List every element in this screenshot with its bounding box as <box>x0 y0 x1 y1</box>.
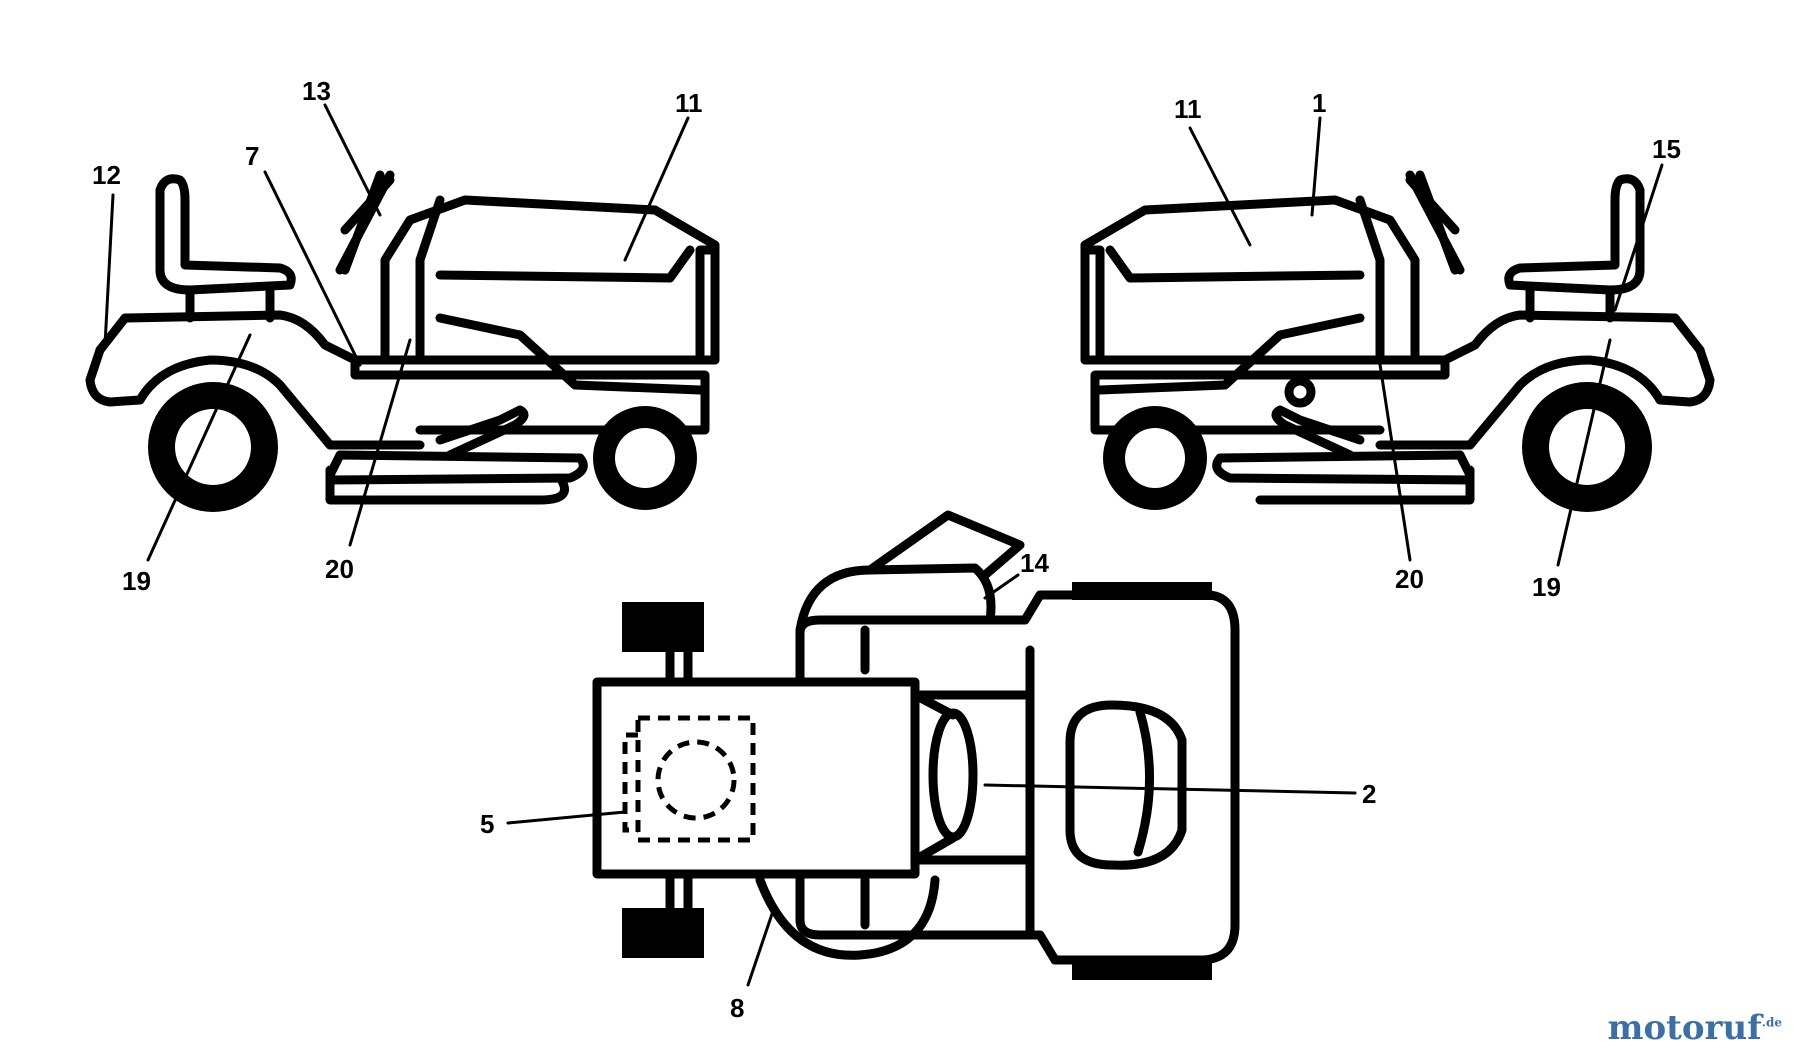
callouts-left: 12 13 7 11 19 20 <box>92 76 703 596</box>
callout-label: 19 <box>1532 572 1561 602</box>
callout-label: 19 <box>122 566 151 596</box>
callout-label: 12 <box>92 160 121 190</box>
callout-label: 11 <box>675 88 703 118</box>
tractor-right-view <box>1080 170 1715 512</box>
tractor-left-view <box>85 170 720 512</box>
callout-label: 5 <box>480 809 494 839</box>
hood-top <box>592 677 920 879</box>
callout-label: 15 <box>1652 134 1681 164</box>
seat-left <box>155 174 296 295</box>
callout-label: 20 <box>325 554 354 584</box>
callout-label: 1 <box>1312 88 1326 118</box>
tractor-top-view <box>592 510 1240 980</box>
front-wheel-top-right <box>622 908 704 958</box>
seat-top <box>1065 700 1187 870</box>
callout-label: 14 <box>1020 548 1049 578</box>
callouts-top: 14 5 2 8 <box>480 548 1376 1023</box>
steering-wheel-top <box>928 708 978 842</box>
callout-label: 8 <box>730 993 744 1023</box>
callout-label: 2 <box>1362 779 1376 809</box>
body-outline <box>795 590 1240 965</box>
callout-label: 11 <box>1174 94 1202 124</box>
callout-label: 13 <box>302 76 331 106</box>
callouts-right: 11 1 15 20 19 <box>1174 88 1681 602</box>
callout-label: 7 <box>245 141 259 171</box>
front-wheel-top-left <box>622 602 704 652</box>
callout-label: 20 <box>1395 564 1424 594</box>
watermark-logo: motoruf.de <box>1607 1008 1783 1048</box>
